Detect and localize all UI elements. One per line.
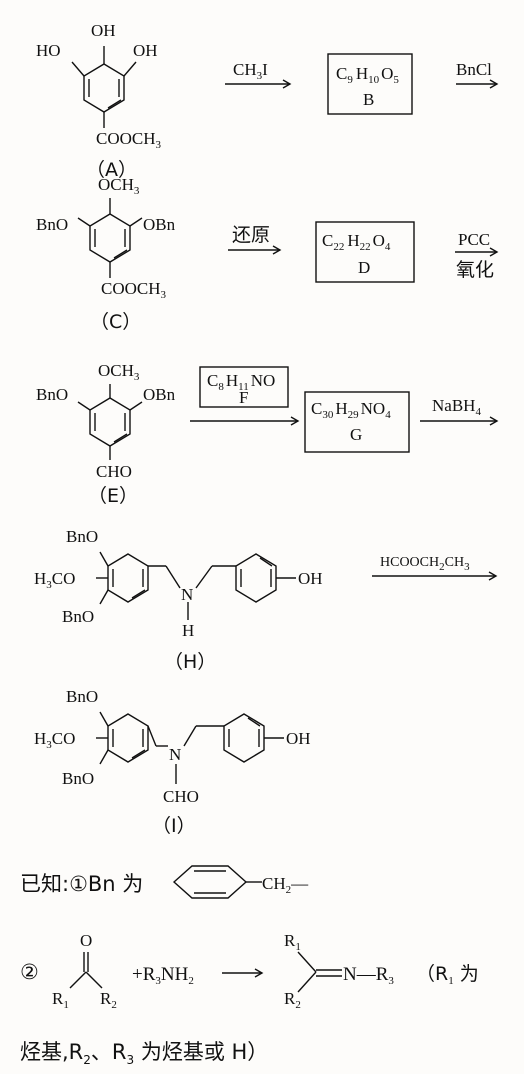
compound-i: BnO H3CO BnO N CHO OH （I） bbox=[34, 687, 311, 837]
condition-open: （R1 为 bbox=[416, 963, 479, 987]
imine-r1: R1 bbox=[284, 931, 301, 953]
arrow-ch3i: CH3I bbox=[225, 60, 292, 89]
reagent-ethyl-formate: HCOOCH2CH3 bbox=[380, 555, 470, 573]
c-obn-left: BnO bbox=[36, 215, 68, 234]
a-oh-right: OH bbox=[133, 41, 158, 60]
i-oh: OH bbox=[286, 729, 311, 748]
c-obn-right: OBn bbox=[143, 215, 176, 234]
bn-structure: CH2— bbox=[172, 865, 309, 899]
imine-r2: R2 bbox=[284, 989, 301, 1011]
d-label: D bbox=[358, 258, 370, 277]
g-label: G bbox=[350, 425, 362, 444]
h-n: N bbox=[181, 585, 193, 604]
reagent-nabh4: NaBH4 bbox=[432, 396, 481, 418]
known-intro: 已知:①Bn 为 bbox=[20, 872, 144, 896]
line3-a: 烃基,R bbox=[20, 1040, 84, 1064]
a-label: （A） bbox=[86, 159, 137, 181]
e-cho: CHO bbox=[96, 462, 132, 481]
bn-ch2: CH2— bbox=[262, 874, 309, 896]
a-ho: HO bbox=[36, 41, 61, 60]
compound-c: BnO OCH3 OBn COOCH3 （C） bbox=[36, 175, 176, 333]
arrow-nabh4: NaBH4 bbox=[420, 396, 499, 426]
h-h: H bbox=[182, 621, 194, 640]
i-obn-top: BnO bbox=[66, 687, 98, 706]
h-obn-top: BnO bbox=[66, 527, 98, 546]
line3-c: 为烃基或 H） bbox=[134, 1040, 269, 1064]
c-label: （C） bbox=[90, 311, 141, 333]
h-och3: H3CO bbox=[34, 569, 75, 591]
known-item-2: ② bbox=[20, 960, 39, 984]
h-oh: OH bbox=[298, 569, 323, 588]
compound-h: BnO H3CO BnO N H OH （H） bbox=[34, 527, 323, 673]
arrow-f bbox=[190, 416, 300, 426]
h-obn-bottom: BnO bbox=[62, 607, 94, 626]
line3-sub2: 2 bbox=[83, 1053, 91, 1068]
h-label: （H） bbox=[164, 651, 216, 673]
reagent-reduce: 还原 bbox=[232, 224, 270, 246]
ketone-o: O bbox=[80, 931, 92, 950]
reagent-bncl: BnCl bbox=[456, 60, 492, 79]
imine-n: N—R3 bbox=[343, 964, 394, 987]
b-label: B bbox=[363, 90, 374, 109]
a-ester: COOCH3 bbox=[96, 129, 162, 151]
known-reaction: O R1 R2 +R3NH2 R1 R2 N—R3 （R1 为 bbox=[52, 931, 479, 1011]
i-n: N bbox=[169, 745, 181, 764]
i-obn-bottom: BnO bbox=[62, 769, 94, 788]
arrow-bncl: BnCl bbox=[456, 60, 499, 89]
c-och3: OCH3 bbox=[98, 175, 140, 197]
c-ester: COOCH3 bbox=[101, 279, 167, 301]
line3-b: 、R bbox=[90, 1040, 127, 1064]
arrow-pcc: PCC 氧化 bbox=[455, 230, 499, 281]
f-label: F bbox=[239, 388, 248, 407]
arrow-reduce: 还原 bbox=[228, 224, 282, 255]
i-label: （I） bbox=[152, 815, 196, 837]
compound-a: HO OH OH COOCH3 （A） bbox=[36, 21, 162, 181]
i-och3: H3CO bbox=[34, 729, 75, 751]
ketone-r2: R2 bbox=[100, 989, 117, 1011]
line3-sub3: 3 bbox=[126, 1053, 135, 1068]
reagent-ch3i: CH3I bbox=[233, 60, 268, 82]
reagent-oxidize: 氧化 bbox=[456, 259, 494, 281]
e-label: （E） bbox=[88, 485, 138, 507]
compound-e: BnO OCH3 OBn CHO （E） bbox=[36, 361, 176, 507]
known-line-3: 烃基,R2、R3 为烃基或 H） bbox=[20, 1036, 268, 1067]
arrow-ester: HCOOCH2CH3 bbox=[372, 555, 498, 581]
ketone-r1: R1 bbox=[52, 989, 69, 1011]
e-obn-right: OBn bbox=[143, 385, 176, 404]
e-och3: OCH3 bbox=[98, 361, 140, 383]
reagent-pcc: PCC bbox=[458, 230, 490, 249]
amine: +R3NH2 bbox=[132, 964, 194, 987]
e-obn-left: BnO bbox=[36, 385, 68, 404]
a-oh-top: OH bbox=[91, 21, 116, 40]
i-cho: CHO bbox=[163, 787, 199, 806]
